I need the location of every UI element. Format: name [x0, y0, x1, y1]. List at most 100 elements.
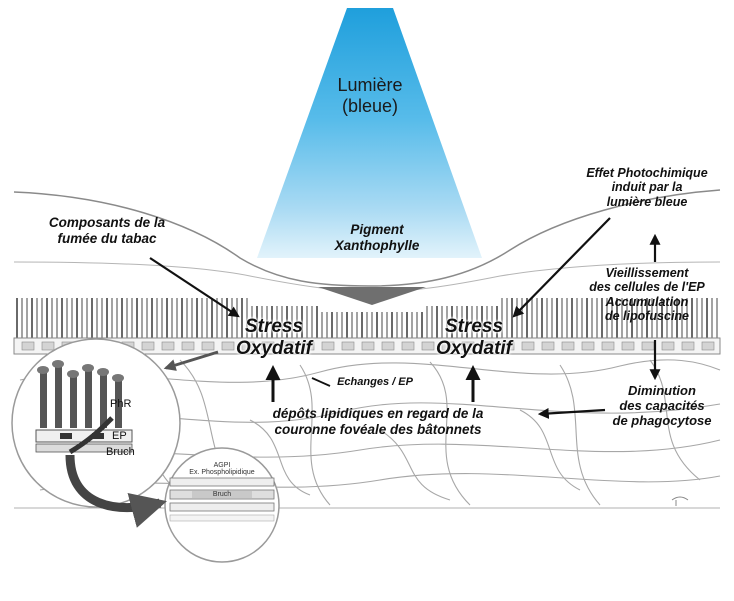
photoreceptor [291, 306, 293, 338]
photoreceptor [596, 298, 598, 338]
photoreceptor [311, 306, 313, 338]
photoreceptor [486, 306, 488, 338]
photochem-line3: lumière bleue [606, 194, 688, 209]
photoreceptor [391, 312, 393, 338]
photoreceptor [696, 298, 698, 338]
photoreceptor [446, 306, 448, 338]
photoreceptor [161, 298, 163, 338]
photoreceptor [351, 312, 353, 338]
photoreceptor [621, 298, 623, 338]
light-label: Lumière (bleue) [318, 75, 422, 116]
stress-left-line2: Oxydatif [235, 337, 313, 359]
rpe-cell [601, 341, 615, 351]
photoreceptor [611, 298, 613, 338]
photoreceptor [146, 298, 148, 338]
rpe-cell [21, 341, 35, 351]
arrow-phago-to-deposits [537, 407, 606, 419]
photoreceptor [276, 306, 278, 338]
photoreceptor [361, 312, 363, 338]
photoreceptor [296, 306, 298, 338]
photoreceptor [156, 298, 158, 338]
photoreceptor [641, 298, 643, 338]
photoreceptor [581, 298, 583, 338]
photochemical-effect-label: Effet Photochimique induit par la lumièr… [560, 166, 734, 209]
photoreceptor [671, 298, 673, 338]
pigment-label-line2: Xanthophylle [334, 237, 420, 253]
photoreceptor [26, 298, 28, 338]
photoreceptor [106, 298, 108, 338]
photoreceptor [186, 298, 188, 338]
photoreceptor [651, 298, 653, 338]
photoreceptor [286, 306, 288, 338]
rpe-cell [241, 341, 255, 351]
photochem-line2: induit par la [611, 180, 683, 195]
photoreceptor [461, 306, 463, 338]
photochem-line1: Effet Photochimique [586, 166, 708, 180]
photoreceptor [496, 306, 498, 338]
rpe-cell [501, 341, 515, 351]
rpe-cell [621, 341, 635, 351]
photoreceptor [416, 312, 418, 338]
inset-bruch-label: Bruch [106, 446, 135, 458]
rpe-cell [161, 341, 175, 351]
photoreceptor [306, 306, 308, 338]
photoreceptor [346, 312, 348, 338]
photoreceptor [81, 298, 83, 338]
photoreceptor [46, 298, 48, 338]
photoreceptor [86, 298, 88, 338]
aging-line3: Accumulation [605, 294, 689, 309]
aging-label: Vieillissement des cellules de l'EP Accu… [560, 266, 734, 324]
aging-line2: des cellules de l'EP [589, 280, 705, 295]
photoreceptor [396, 312, 398, 338]
photoreceptor [301, 306, 303, 338]
photoreceptor [616, 298, 618, 338]
photoreceptor [706, 298, 708, 338]
rpe-cell [561, 341, 575, 351]
photoreceptor [716, 298, 718, 338]
rpe-cell [381, 341, 395, 351]
photoreceptor-layer [16, 298, 718, 338]
rpe-cell [141, 341, 155, 351]
stress-right-line1: Stress [444, 316, 504, 337]
rpe-cell [541, 341, 555, 351]
photoreceptor [151, 298, 153, 338]
photoreceptor [636, 298, 638, 338]
photoreceptor [56, 298, 58, 338]
photoreceptor [196, 298, 198, 338]
scale-mark [671, 496, 689, 506]
phago-line1: Diminution [628, 383, 696, 398]
photoreceptor [76, 298, 78, 338]
inset-ep-label: EP [112, 430, 127, 442]
photoreceptor [546, 298, 548, 338]
photoreceptor [566, 298, 568, 338]
curved-arrow-inset [65, 454, 167, 528]
photoreceptor [691, 298, 693, 338]
photoreceptor [426, 306, 428, 338]
photoreceptor [456, 306, 458, 338]
light-label-line1: Lumière [337, 75, 403, 95]
photoreceptor [421, 312, 423, 338]
deposits-line1: dépôts lipidiques en regard de la [272, 406, 484, 421]
stress-left-line1: Stress [244, 316, 304, 337]
photoreceptor [676, 298, 678, 338]
photoreceptor [681, 298, 683, 338]
tobacco-label-line1: Composants de la [48, 215, 166, 230]
photoreceptor [331, 312, 333, 338]
photoreceptor [111, 298, 113, 338]
rpe-cell [201, 341, 215, 351]
photoreceptor [506, 298, 508, 338]
photoreceptor [551, 298, 553, 338]
photoreceptor [341, 312, 343, 338]
photoreceptor [536, 298, 538, 338]
inset-phospholipid-label: Ex. Phospholipidique [189, 469, 255, 476]
photoreceptor [136, 298, 138, 338]
photoreceptor [226, 298, 228, 338]
inset-agpi-label: AGPI [213, 462, 231, 469]
rpe-cell [421, 341, 435, 351]
inset-phr-label: PhR [110, 398, 132, 410]
photoreceptor [471, 306, 473, 338]
arrow-exchanges [311, 377, 331, 387]
photoreceptor [141, 298, 143, 338]
arrow-tobacco-to-stress [149, 257, 240, 318]
